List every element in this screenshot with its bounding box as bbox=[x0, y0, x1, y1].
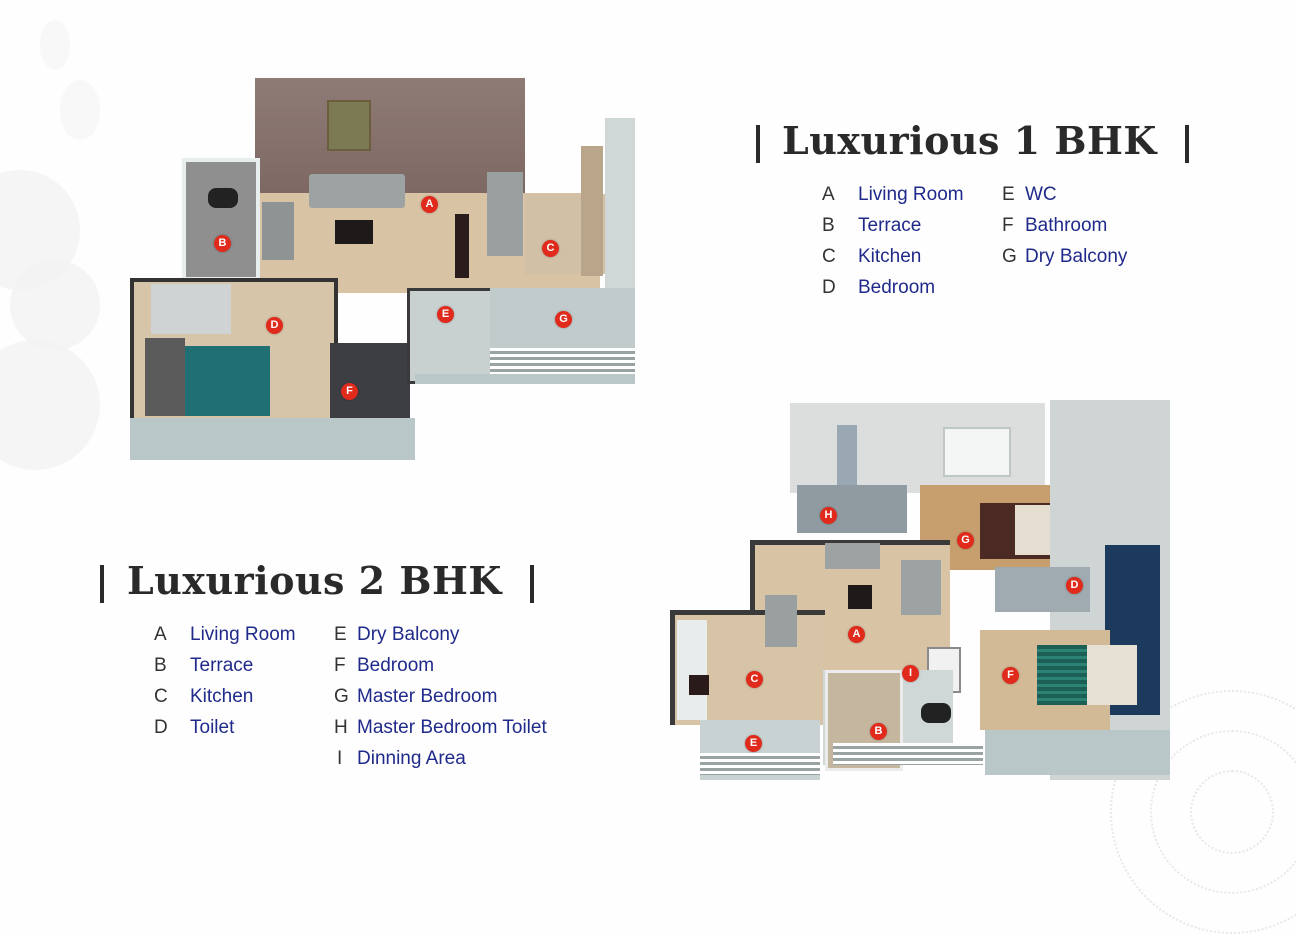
marker-a: A bbox=[421, 196, 438, 213]
marker-c: C bbox=[746, 671, 763, 688]
tv-unit bbox=[455, 214, 469, 278]
marker-a: A bbox=[848, 626, 865, 643]
wc bbox=[407, 288, 493, 384]
balcony-railing bbox=[700, 753, 820, 775]
marker-g: G bbox=[555, 311, 572, 328]
marker-b: B bbox=[214, 235, 231, 252]
title-bar-left bbox=[100, 565, 104, 603]
floor-plan-1bhk: A B C D E F G bbox=[125, 78, 665, 463]
marker-e: E bbox=[745, 735, 762, 752]
sofa bbox=[825, 543, 880, 569]
title-2bhk-text: Luxurious 2 BHK bbox=[127, 558, 502, 603]
marker-g: G bbox=[957, 532, 974, 549]
wardrobe bbox=[151, 284, 231, 334]
outer-base-wall bbox=[985, 730, 1170, 775]
bed-blanket bbox=[1037, 645, 1087, 705]
marker-d: D bbox=[266, 317, 283, 334]
marker-h: H bbox=[820, 507, 837, 524]
marker-d: D bbox=[1066, 577, 1083, 594]
fridge bbox=[487, 172, 523, 256]
terrace-chairs bbox=[208, 188, 238, 208]
title-bar-left bbox=[756, 125, 760, 163]
fridge bbox=[765, 595, 797, 647]
marker-f: F bbox=[1002, 667, 1019, 684]
marker-b: B bbox=[870, 723, 887, 740]
coffee-table bbox=[848, 585, 872, 609]
marker-i: I bbox=[902, 665, 919, 682]
terrace bbox=[182, 158, 260, 281]
marker-f: F bbox=[341, 383, 358, 400]
wall-painting bbox=[327, 100, 371, 151]
kitchen-counter bbox=[677, 620, 707, 720]
side-sofa bbox=[262, 202, 294, 260]
floor-plan-2bhk: A B C D E F G H I bbox=[665, 395, 1175, 805]
title-bar-right bbox=[530, 565, 534, 603]
title-1bhk-text: Luxurious 1 BHK bbox=[782, 118, 1157, 163]
marker-e: E bbox=[437, 306, 454, 323]
window bbox=[943, 427, 1011, 477]
side-sofa bbox=[901, 560, 941, 615]
sofa bbox=[309, 174, 405, 208]
kitchen-right-wall bbox=[605, 118, 635, 288]
coffee-table bbox=[335, 220, 373, 244]
marker-c: C bbox=[542, 240, 559, 257]
master-bedroom-toilet bbox=[797, 485, 907, 533]
terrace-railing bbox=[833, 743, 983, 765]
living-room-back-wall bbox=[255, 78, 525, 193]
dry-balcony-railing bbox=[490, 348, 635, 374]
title-bar-right bbox=[1185, 125, 1189, 163]
outer-base-wall-right bbox=[415, 374, 635, 384]
terrace-chairs bbox=[921, 703, 951, 723]
outer-base-wall bbox=[130, 418, 415, 460]
bed-headboard bbox=[145, 338, 185, 416]
stove bbox=[689, 675, 709, 695]
kitchen-counter bbox=[581, 146, 603, 276]
bathroom bbox=[330, 343, 410, 418]
